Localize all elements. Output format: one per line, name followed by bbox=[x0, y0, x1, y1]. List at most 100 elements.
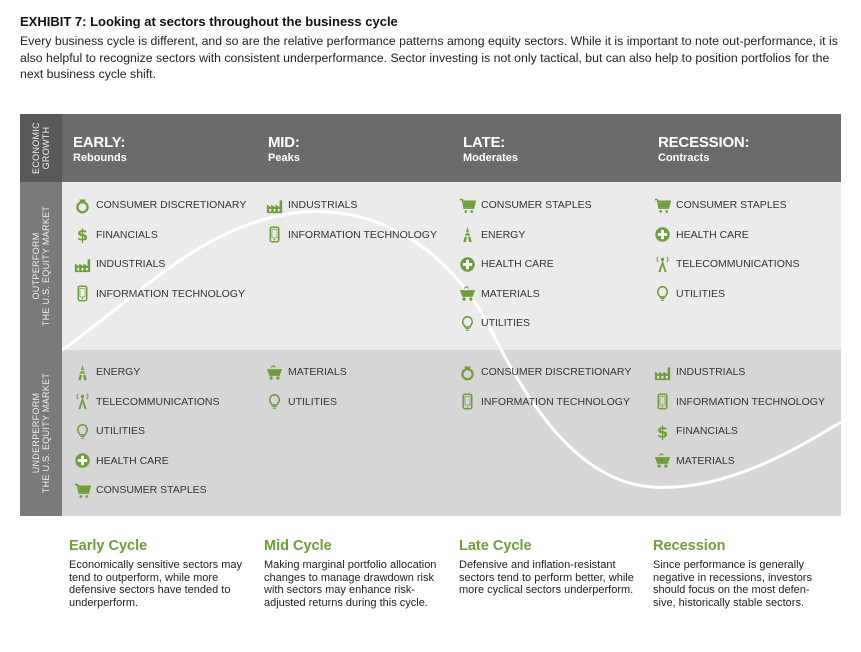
sector-label: FINANCIALS bbox=[96, 228, 158, 241]
oil-rig-icon bbox=[73, 363, 91, 381]
outperform-sector-item: HEALTH CARE bbox=[653, 226, 749, 244]
sector-label: TELECOMMUNICATIONS bbox=[676, 258, 800, 270]
business-cycle-diagram: ECONOMIC GROWTH OUTPERFORM THE U.S. EQUI… bbox=[20, 114, 841, 516]
economic-growth-label: ECONOMIC GROWTH bbox=[20, 114, 62, 182]
underperform-sector-item: INFORMATION TECHNOLOGY bbox=[653, 393, 825, 411]
ring-icon bbox=[458, 363, 476, 381]
underperform-sector-item: CONSUMER DISCRETIONARY bbox=[458, 363, 631, 381]
cycle-recession-title: Recession bbox=[653, 538, 726, 554]
lightbulb-icon bbox=[653, 285, 671, 303]
medical-cross-icon bbox=[73, 452, 91, 470]
outperform-sector-item: ENERGY bbox=[458, 226, 525, 244]
phase-mid-title: MID: bbox=[268, 134, 300, 151]
phase-header-band bbox=[20, 114, 841, 182]
underperform-sector-item: TELECOMMUNICATIONS bbox=[73, 393, 219, 411]
phase-late-subtitle: Moderates bbox=[463, 152, 519, 164]
phase-mid-subtitle: Peaks bbox=[268, 152, 300, 164]
cycle-late-text: Defensive and inflation-resistant sector… bbox=[459, 559, 634, 597]
phase-recession: RECESSION: Contracts bbox=[658, 134, 750, 164]
outperform-label-line-1: OUTPERFORM bbox=[31, 232, 41, 300]
underperform-sector-item: MATERIALS bbox=[265, 363, 347, 381]
phase-early: EARLY: Rebounds bbox=[73, 134, 127, 164]
underperform-sector-item: INFORMATION TECHNOLOGY bbox=[458, 393, 630, 411]
sector-label: MATERIALS bbox=[676, 454, 735, 467]
phase-late-title: LATE: bbox=[463, 134, 506, 151]
lightbulb-icon bbox=[265, 393, 283, 411]
sector-label: UTILITIES bbox=[481, 317, 531, 329]
underperform-sector-item: INDUSTRIALS bbox=[653, 363, 745, 381]
phone-icon bbox=[265, 226, 283, 244]
sector-label: INFORMATION TECHNOLOGY bbox=[288, 228, 437, 241]
cycle-recession: Recession Since performance is generally… bbox=[653, 538, 828, 609]
cycle-mid: Mid Cycle Making marginal portfolio allo… bbox=[264, 538, 439, 609]
cycle-recession-text: Since performance is generally negative … bbox=[653, 559, 812, 609]
cart-icon bbox=[653, 196, 671, 214]
sector-label: CONSUMER DISCRETIONARY bbox=[481, 366, 632, 378]
outperform-label-line-2: THE U.S. EQUITY MARKET bbox=[41, 205, 51, 327]
phone-icon bbox=[458, 393, 476, 411]
outperform-sector-item: CONSUMER STAPLES bbox=[653, 196, 787, 214]
sector-label: MATERIALS bbox=[288, 366, 347, 378]
phase-recession-title: RECESSION: bbox=[658, 134, 750, 151]
factory-icon bbox=[265, 196, 283, 214]
sector-label: CONSUMER STAPLES bbox=[481, 199, 592, 211]
svg-text:$: $ bbox=[76, 226, 87, 243]
lightbulb-icon bbox=[458, 314, 476, 332]
underperform-sector-item: CONSUMER STAPLES bbox=[73, 481, 207, 499]
sector-label: INFORMATION TECHNOLOGY bbox=[96, 287, 245, 300]
cart-icon bbox=[458, 196, 476, 214]
cycle-early-title: Early Cycle bbox=[69, 538, 148, 554]
mining-cart-icon bbox=[265, 363, 283, 381]
svg-text:$: $ bbox=[656, 423, 667, 440]
underperform-sector-item: ENERGY bbox=[73, 363, 140, 381]
outperform-sector-item: INDUSTRIALS bbox=[265, 196, 357, 214]
cycle-late: Late Cycle Defensive and inflation-resis… bbox=[459, 538, 634, 597]
phase-recession-subtitle: Contracts bbox=[658, 152, 710, 164]
underperform-sector-item: UTILITIES bbox=[73, 422, 145, 440]
sector-label: MATERIALS bbox=[481, 287, 540, 300]
sector-label: INFORMATION TECHNOLOGY bbox=[676, 395, 825, 408]
phase-early-title: EARLY: bbox=[73, 134, 126, 151]
growth-label-line-2: GROWTH bbox=[41, 126, 51, 170]
phase-mid: MID: Peaks bbox=[268, 134, 300, 164]
outperform-sector-item: CONSUMER DISCRETIONARY bbox=[73, 196, 246, 214]
cycle-early-text: Economically sensitive sectors may tend … bbox=[69, 559, 243, 609]
outperform-sector-item: HEALTH CARE bbox=[458, 255, 554, 273]
factory-icon bbox=[653, 363, 671, 381]
sector-label: CONSUMER DISCRETIONARY bbox=[96, 199, 247, 211]
underperform-sector-item: $FINANCIALS bbox=[653, 422, 737, 440]
mining-cart-icon bbox=[653, 452, 671, 470]
tower-icon bbox=[653, 255, 671, 273]
outperform-sector-item: INFORMATION TECHNOLOGY bbox=[73, 285, 245, 303]
outperform-sector-item: $ FINANCIALS bbox=[73, 226, 158, 244]
sector-label: ENERGY bbox=[481, 228, 526, 241]
sector-label: HEALTH CARE bbox=[481, 258, 554, 270]
factory-icon bbox=[73, 255, 91, 273]
exhibit-title: EXHIBIT 7: Looking at sectors throughout… bbox=[20, 14, 398, 29]
medical-cross-icon bbox=[458, 255, 476, 273]
sector-label: TELECOMMUNICATIONS bbox=[96, 395, 220, 408]
sector-label: CONSUMER STAPLES bbox=[96, 484, 207, 496]
dollar-icon: $ bbox=[73, 226, 91, 244]
sector-label: HEALTH CARE bbox=[96, 454, 169, 467]
lightbulb-icon bbox=[73, 422, 91, 440]
underperform-sector-item: MATERIALS bbox=[653, 452, 735, 470]
sector-label: UTILITIES bbox=[96, 425, 146, 437]
sector-label: HEALTH CARE bbox=[676, 228, 749, 241]
underperform-label: UNDERPERFORM THE U.S. EQUITY MARKET bbox=[20, 350, 62, 516]
cycle-early: Early Cycle Economically sensitive secto… bbox=[69, 538, 244, 609]
underperform-label-line-2: THE U.S. EQUITY MARKET bbox=[41, 372, 51, 494]
outperform-sector-item: CONSUMER STAPLES bbox=[458, 196, 592, 214]
phase-late: LATE: Moderates bbox=[463, 134, 518, 164]
medical-cross-icon bbox=[653, 226, 671, 244]
dollar-icon: $ bbox=[653, 422, 671, 440]
underperform-sector-item: UTILITIES bbox=[265, 393, 337, 411]
mining-cart-icon bbox=[458, 285, 476, 303]
underperform-label-line-1: UNDERPERFORM bbox=[31, 392, 41, 474]
tower-icon bbox=[73, 393, 91, 411]
cycle-mid-title: Mid Cycle bbox=[264, 538, 332, 554]
outperform-sector-item: UTILITIES bbox=[653, 285, 725, 303]
outperform-label: OUTPERFORM THE U.S. EQUITY MARKET bbox=[20, 182, 62, 350]
phone-icon bbox=[73, 285, 91, 303]
intro-paragraph: Every business cycle is different, and s… bbox=[20, 34, 838, 81]
